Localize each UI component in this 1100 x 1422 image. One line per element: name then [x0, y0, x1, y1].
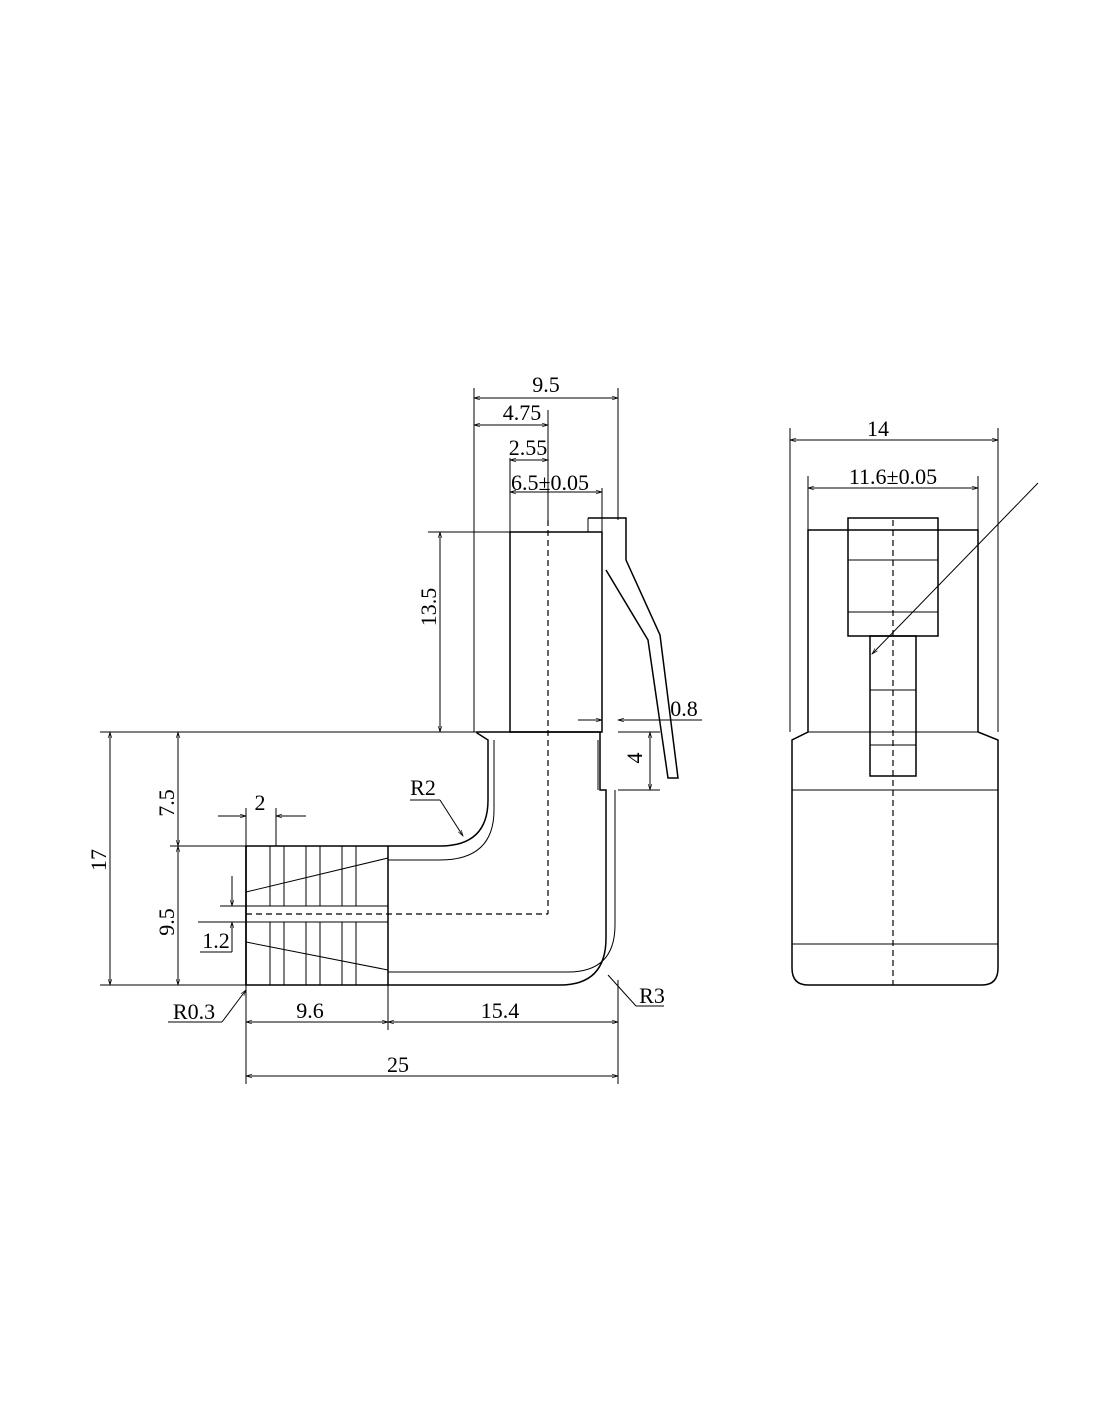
- dim-rib-section: 9.6: [296, 998, 324, 1023]
- dim-top-width: 9.5: [532, 372, 560, 397]
- dim-total-height: 17: [86, 849, 111, 871]
- bend-inner-line: [388, 740, 495, 861]
- dim-inner-radius: R2: [410, 775, 436, 800]
- dim-latch-height: 4: [622, 753, 647, 764]
- dim-body-width: 6.5±0.05: [511, 470, 589, 495]
- dim-outer-radius: R3: [639, 983, 665, 1008]
- dim-bend-section: 15.4: [481, 998, 520, 1023]
- dim-half-width: 4.75: [503, 400, 542, 425]
- side-view-dimensions: 9.5 4.75 2.55 6.5±0.05 13.5 17 7.5 9.5 2: [86, 372, 702, 1084]
- dim-latch-thickness: 0.8: [670, 696, 698, 721]
- dim-upper-block-height: 7.5: [154, 789, 179, 817]
- strain-relief-ribs: [245, 845, 389, 986]
- leader-line: [871, 482, 1039, 655]
- dim-front-outer-width: 14: [867, 416, 889, 441]
- latch: [588, 517, 679, 779]
- side-view-outline: [245, 731, 607, 986]
- side-view: [245, 517, 679, 986]
- dim-rib-width: 2: [255, 790, 266, 815]
- front-view-outline: [791, 529, 999, 986]
- dim-rib-gap: 1.2: [202, 928, 230, 953]
- dim-total-length: 25: [387, 1052, 409, 1077]
- front-view-dimensions: 14 11.6±0.05: [788, 416, 1000, 732]
- dim-upper-height: 13.5: [416, 588, 441, 627]
- dim-cable-height: 9.5: [154, 908, 179, 936]
- front-view: [791, 482, 1039, 986]
- bend-outer-line: [388, 790, 616, 973]
- dim-corner-radius: R0.3: [173, 999, 215, 1024]
- upper-body: [509, 531, 603, 733]
- dim-front-inner-width: 11.6±0.05: [849, 464, 937, 489]
- dim-offset: 2.55: [509, 435, 548, 460]
